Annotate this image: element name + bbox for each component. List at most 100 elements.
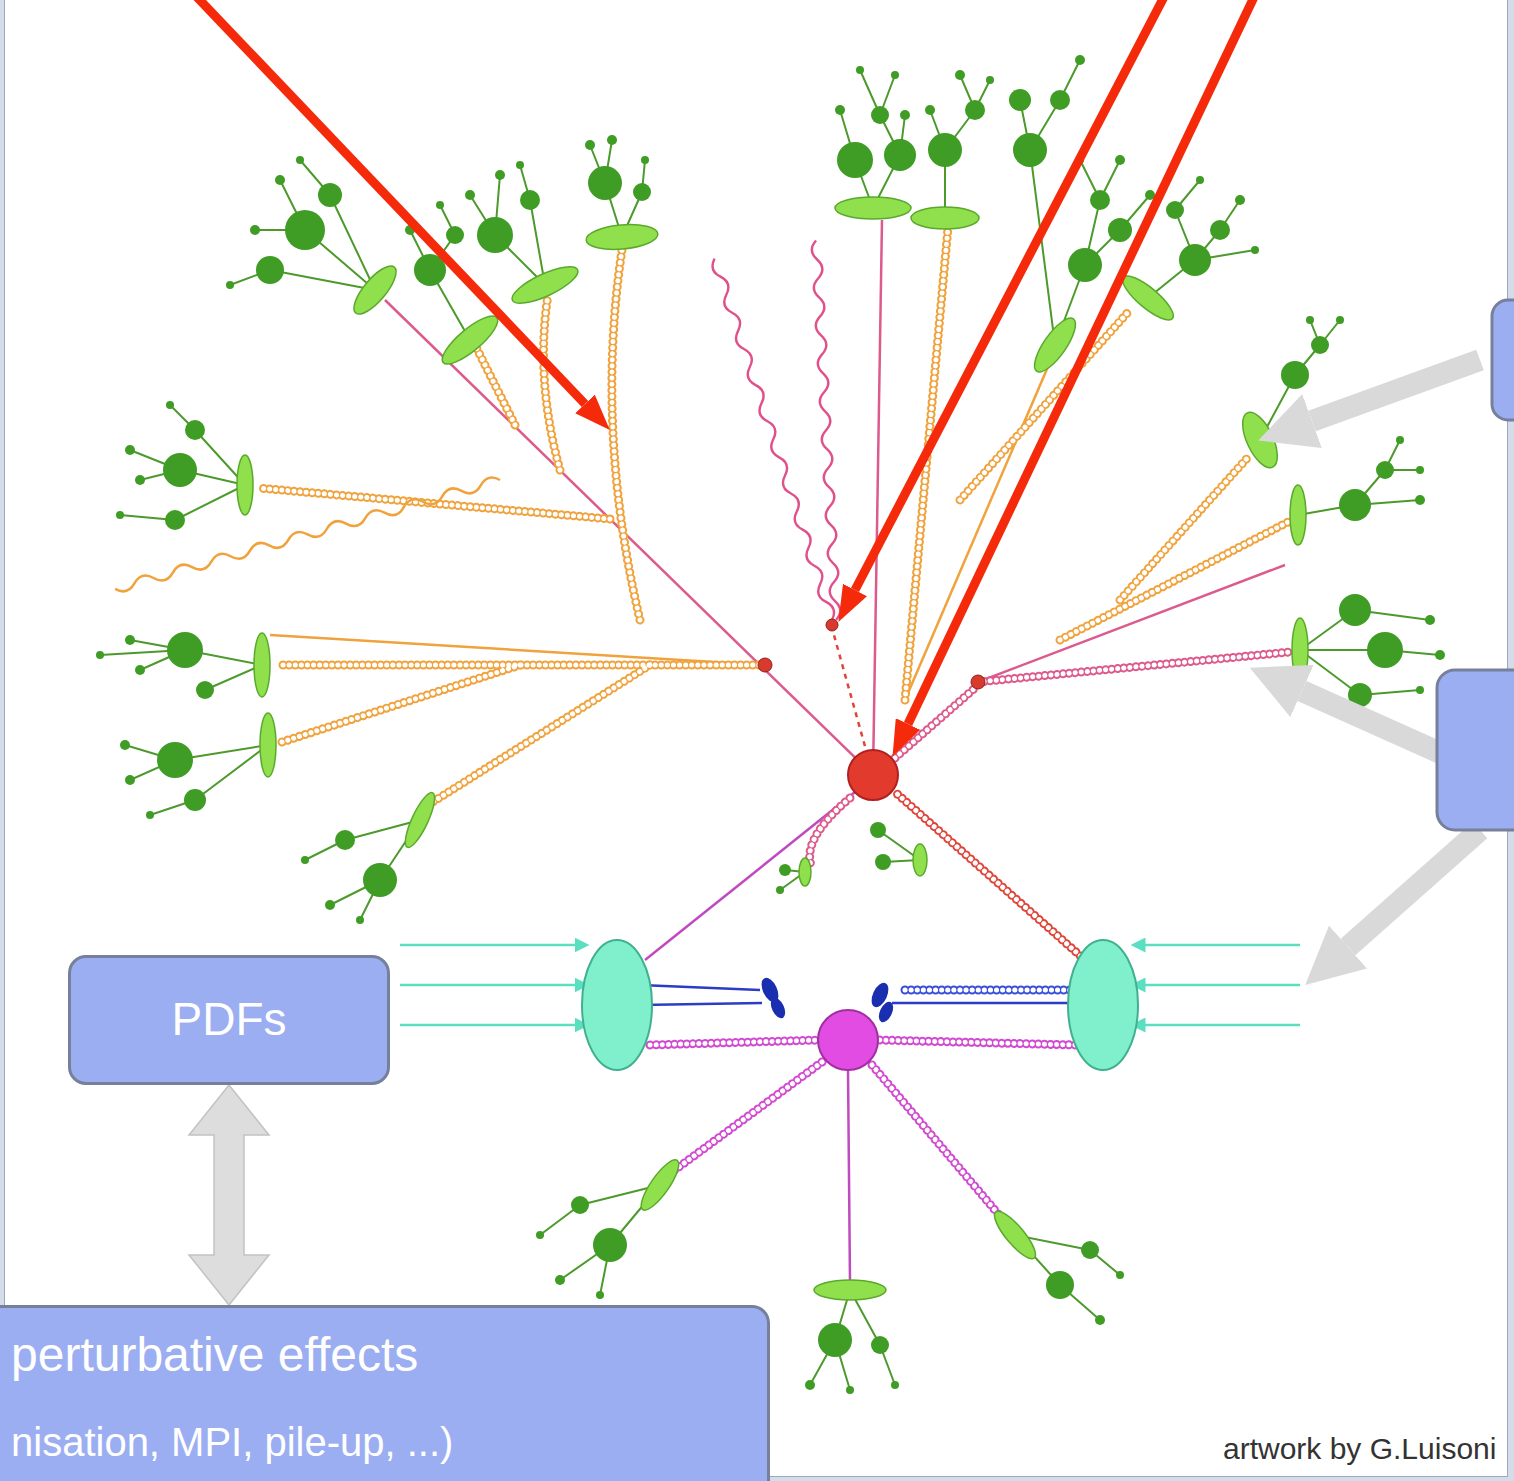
hadron-cluster bbox=[1236, 407, 1285, 472]
hadron-cluster bbox=[275, 175, 285, 185]
hadron-cluster bbox=[1148, 180, 1255, 298]
hadron-cluster bbox=[891, 71, 899, 79]
hadron-cluster bbox=[1196, 176, 1204, 184]
hadron-cluster bbox=[1336, 316, 1344, 324]
hadron-cluster bbox=[1068, 248, 1102, 282]
hadron-cluster bbox=[436, 201, 444, 209]
quark-line bbox=[385, 300, 873, 775]
hadron-cluster bbox=[585, 222, 659, 252]
hadron-cluster bbox=[256, 256, 284, 284]
hadron-cluster bbox=[835, 105, 845, 115]
pointer-arrow bbox=[1312, 360, 1480, 421]
proton bbox=[582, 940, 652, 1070]
hadron-cluster bbox=[641, 156, 649, 164]
hadron-cluster bbox=[810, 1290, 895, 1390]
hadron-cluster bbox=[301, 856, 309, 864]
hadron-cluster bbox=[1115, 155, 1125, 165]
hadron-cluster bbox=[96, 55, 1445, 1394]
hadron-cluster bbox=[1046, 1271, 1074, 1299]
quark-line bbox=[873, 220, 882, 775]
hadron-cluster bbox=[1179, 244, 1211, 276]
hadron-cluster bbox=[1013, 133, 1047, 167]
hadron-cluster bbox=[1075, 55, 1085, 65]
quark-line bbox=[640, 1003, 762, 1005]
quark-line bbox=[905, 362, 1050, 700]
hadron-cluster bbox=[633, 183, 651, 201]
proton bbox=[1068, 940, 1138, 1070]
hadron-cluster bbox=[928, 133, 962, 167]
highlight-arrow bbox=[908, 0, 1255, 724]
hadron-cluster bbox=[335, 830, 355, 850]
quark-line bbox=[270, 635, 765, 665]
hadron-cluster bbox=[837, 142, 873, 178]
hadron-cluster bbox=[1095, 1315, 1105, 1325]
photon-line bbox=[710, 257, 836, 621]
hadron-cluster bbox=[237, 455, 253, 515]
hadron-cluster bbox=[163, 453, 197, 487]
hadron-cluster bbox=[871, 1336, 889, 1354]
hadron-cluster bbox=[226, 281, 234, 289]
hadron-cluster bbox=[799, 858, 811, 886]
hadron-cluster bbox=[1435, 650, 1445, 660]
hadron-cluster bbox=[1116, 1271, 1124, 1279]
hadron-cluster bbox=[1050, 90, 1070, 110]
proton bbox=[582, 940, 1138, 1070]
hadron-cluster bbox=[166, 401, 174, 409]
hadron-cluster bbox=[135, 475, 145, 485]
hadron-cluster bbox=[1416, 466, 1424, 474]
hadron-cluster bbox=[989, 1206, 1041, 1264]
gluon-line bbox=[895, 792, 1085, 960]
highlight-arrow bbox=[195, 0, 1255, 724]
hadron-cluster bbox=[363, 863, 397, 897]
hadron-cluster bbox=[185, 420, 205, 440]
hadron-cluster bbox=[356, 916, 364, 924]
beam-line bbox=[1138, 1024, 1300, 1027]
hadron-cluster bbox=[875, 854, 891, 870]
gluon-line bbox=[905, 986, 1075, 995]
hadron-cluster bbox=[318, 183, 342, 207]
side-box bbox=[1492, 300, 1514, 420]
hadron-cluster bbox=[776, 886, 784, 894]
hadron-cluster bbox=[285, 210, 325, 250]
hadron-cluster bbox=[347, 260, 402, 320]
hadron-cluster bbox=[157, 742, 193, 778]
hadron-cluster bbox=[870, 822, 886, 838]
vertex bbox=[826, 619, 838, 631]
hadron-cluster bbox=[818, 1323, 852, 1357]
hadron-cluster bbox=[780, 830, 920, 890]
gluon-line bbox=[258, 228, 1292, 805]
hadron-cluster bbox=[593, 1228, 627, 1262]
quark-line bbox=[848, 1070, 850, 1282]
hadron-cluster bbox=[965, 100, 985, 120]
hadron-cluster bbox=[146, 811, 154, 819]
hadron-cluster bbox=[305, 820, 420, 920]
hadron-cluster bbox=[125, 635, 135, 645]
hadron-cluster bbox=[1292, 618, 1308, 682]
hadron-cluster bbox=[1235, 195, 1245, 205]
hadron-cluster bbox=[1376, 461, 1394, 479]
hadron-cluster bbox=[1108, 218, 1132, 242]
gluon-line bbox=[258, 228, 1292, 1222]
nonperturbative-box: perturbative effectsnisation, MPI, pile-… bbox=[0, 1305, 770, 1481]
hadron-cluster bbox=[250, 225, 260, 235]
hadron-cluster bbox=[1416, 686, 1424, 694]
hadron-cluster bbox=[635, 1155, 684, 1214]
hadron-cluster bbox=[871, 106, 889, 124]
hadron-cluster bbox=[555, 1275, 565, 1285]
hadron-cluster bbox=[125, 445, 135, 455]
hadron-cluster bbox=[536, 1231, 544, 1239]
hadron-cluster bbox=[1090, 190, 1110, 210]
hadron-cluster bbox=[254, 633, 270, 697]
hadron-cluster bbox=[913, 844, 927, 876]
hadron-cluster bbox=[516, 161, 524, 169]
hadron-cluster bbox=[835, 197, 911, 219]
hadron-cluster bbox=[1251, 246, 1259, 254]
hadron-cluster bbox=[100, 60, 1440, 1390]
hadron-cluster bbox=[1396, 436, 1404, 444]
photon-line bbox=[114, 475, 502, 594]
box-title: perturbative effects bbox=[11, 1326, 751, 1384]
beam-line bbox=[1138, 984, 1300, 987]
hadron-cluster bbox=[230, 160, 375, 290]
hadron-cluster bbox=[196, 681, 214, 699]
